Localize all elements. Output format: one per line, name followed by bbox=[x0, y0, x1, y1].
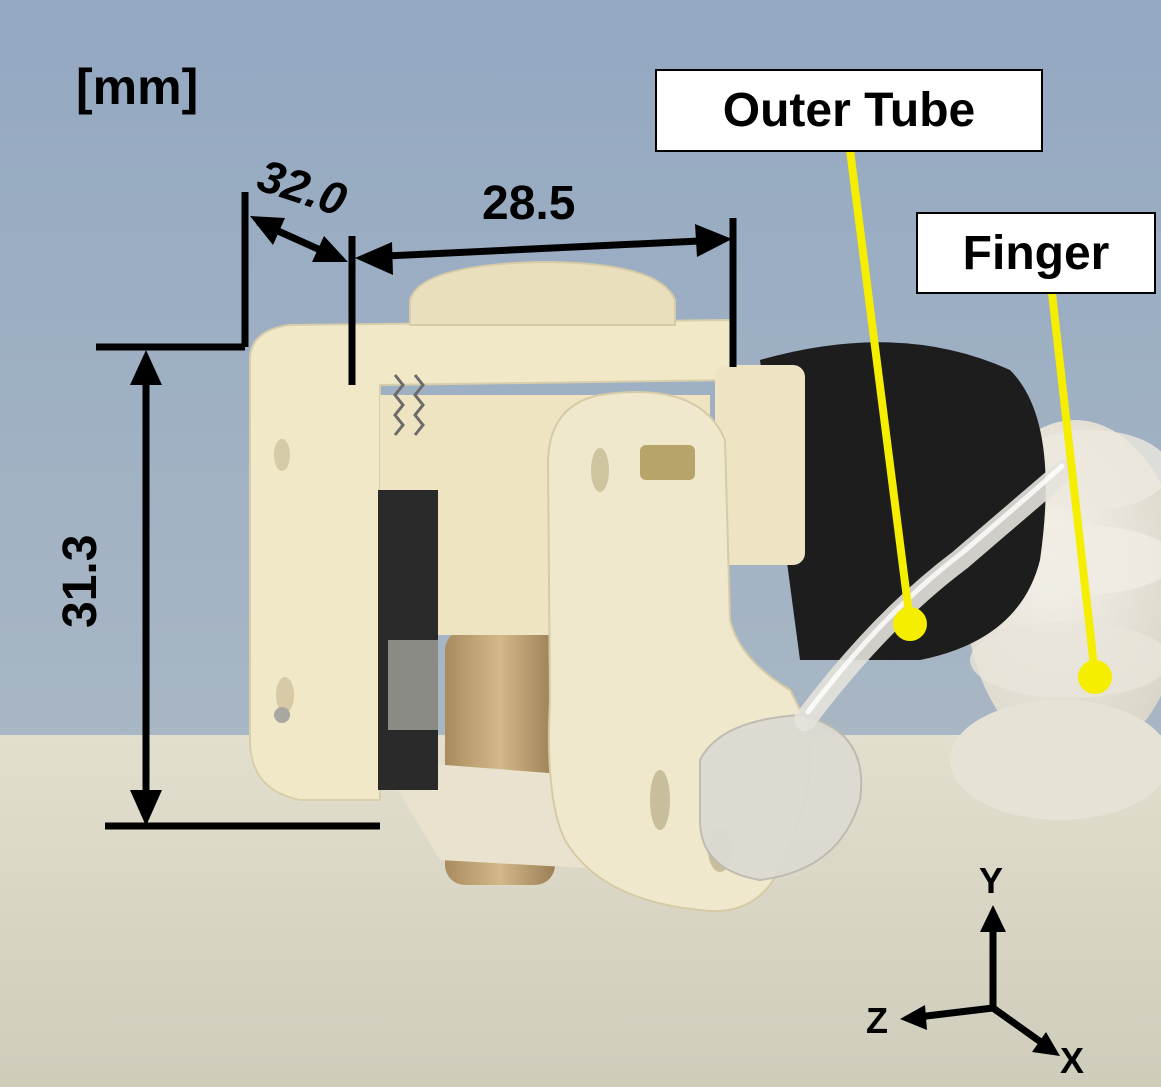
axis-label-x: X bbox=[1060, 1040, 1085, 1081]
plate-slot bbox=[591, 448, 609, 492]
finger-callout: Finger bbox=[916, 212, 1156, 294]
frame-hole bbox=[276, 677, 294, 713]
dimension-arrows bbox=[130, 216, 732, 826]
units-label: [mm] bbox=[76, 59, 199, 115]
black-sleeve bbox=[760, 342, 1046, 660]
screw bbox=[274, 707, 290, 723]
dimension-lines bbox=[96, 192, 737, 830]
callout-lines bbox=[846, 149, 1099, 676]
axis-arrowheads bbox=[900, 905, 1060, 1056]
axis-label-z: Z bbox=[866, 1000, 888, 1041]
callout-dot-outer-tube bbox=[893, 607, 927, 641]
top-cap bbox=[409, 260, 676, 326]
axis-label-y: Y bbox=[979, 860, 1004, 901]
width-dimension-label: 28.5 bbox=[482, 177, 576, 230]
outer-tube-highlight bbox=[805, 463, 1065, 715]
plate-slot bbox=[650, 770, 670, 830]
height-dimension-label: 31.3 bbox=[54, 534, 107, 628]
glue-blob bbox=[699, 713, 863, 882]
grey-component bbox=[388, 640, 438, 730]
pin bbox=[640, 445, 695, 480]
right-block bbox=[715, 365, 805, 565]
axis-arrows bbox=[917, 925, 1048, 1048]
outer-tube-callout: Outer Tube bbox=[655, 69, 1043, 152]
callout-dot-finger bbox=[1078, 660, 1112, 694]
frame-hole bbox=[274, 439, 290, 471]
spring bbox=[393, 374, 425, 436]
outer-tube bbox=[794, 459, 1076, 731]
